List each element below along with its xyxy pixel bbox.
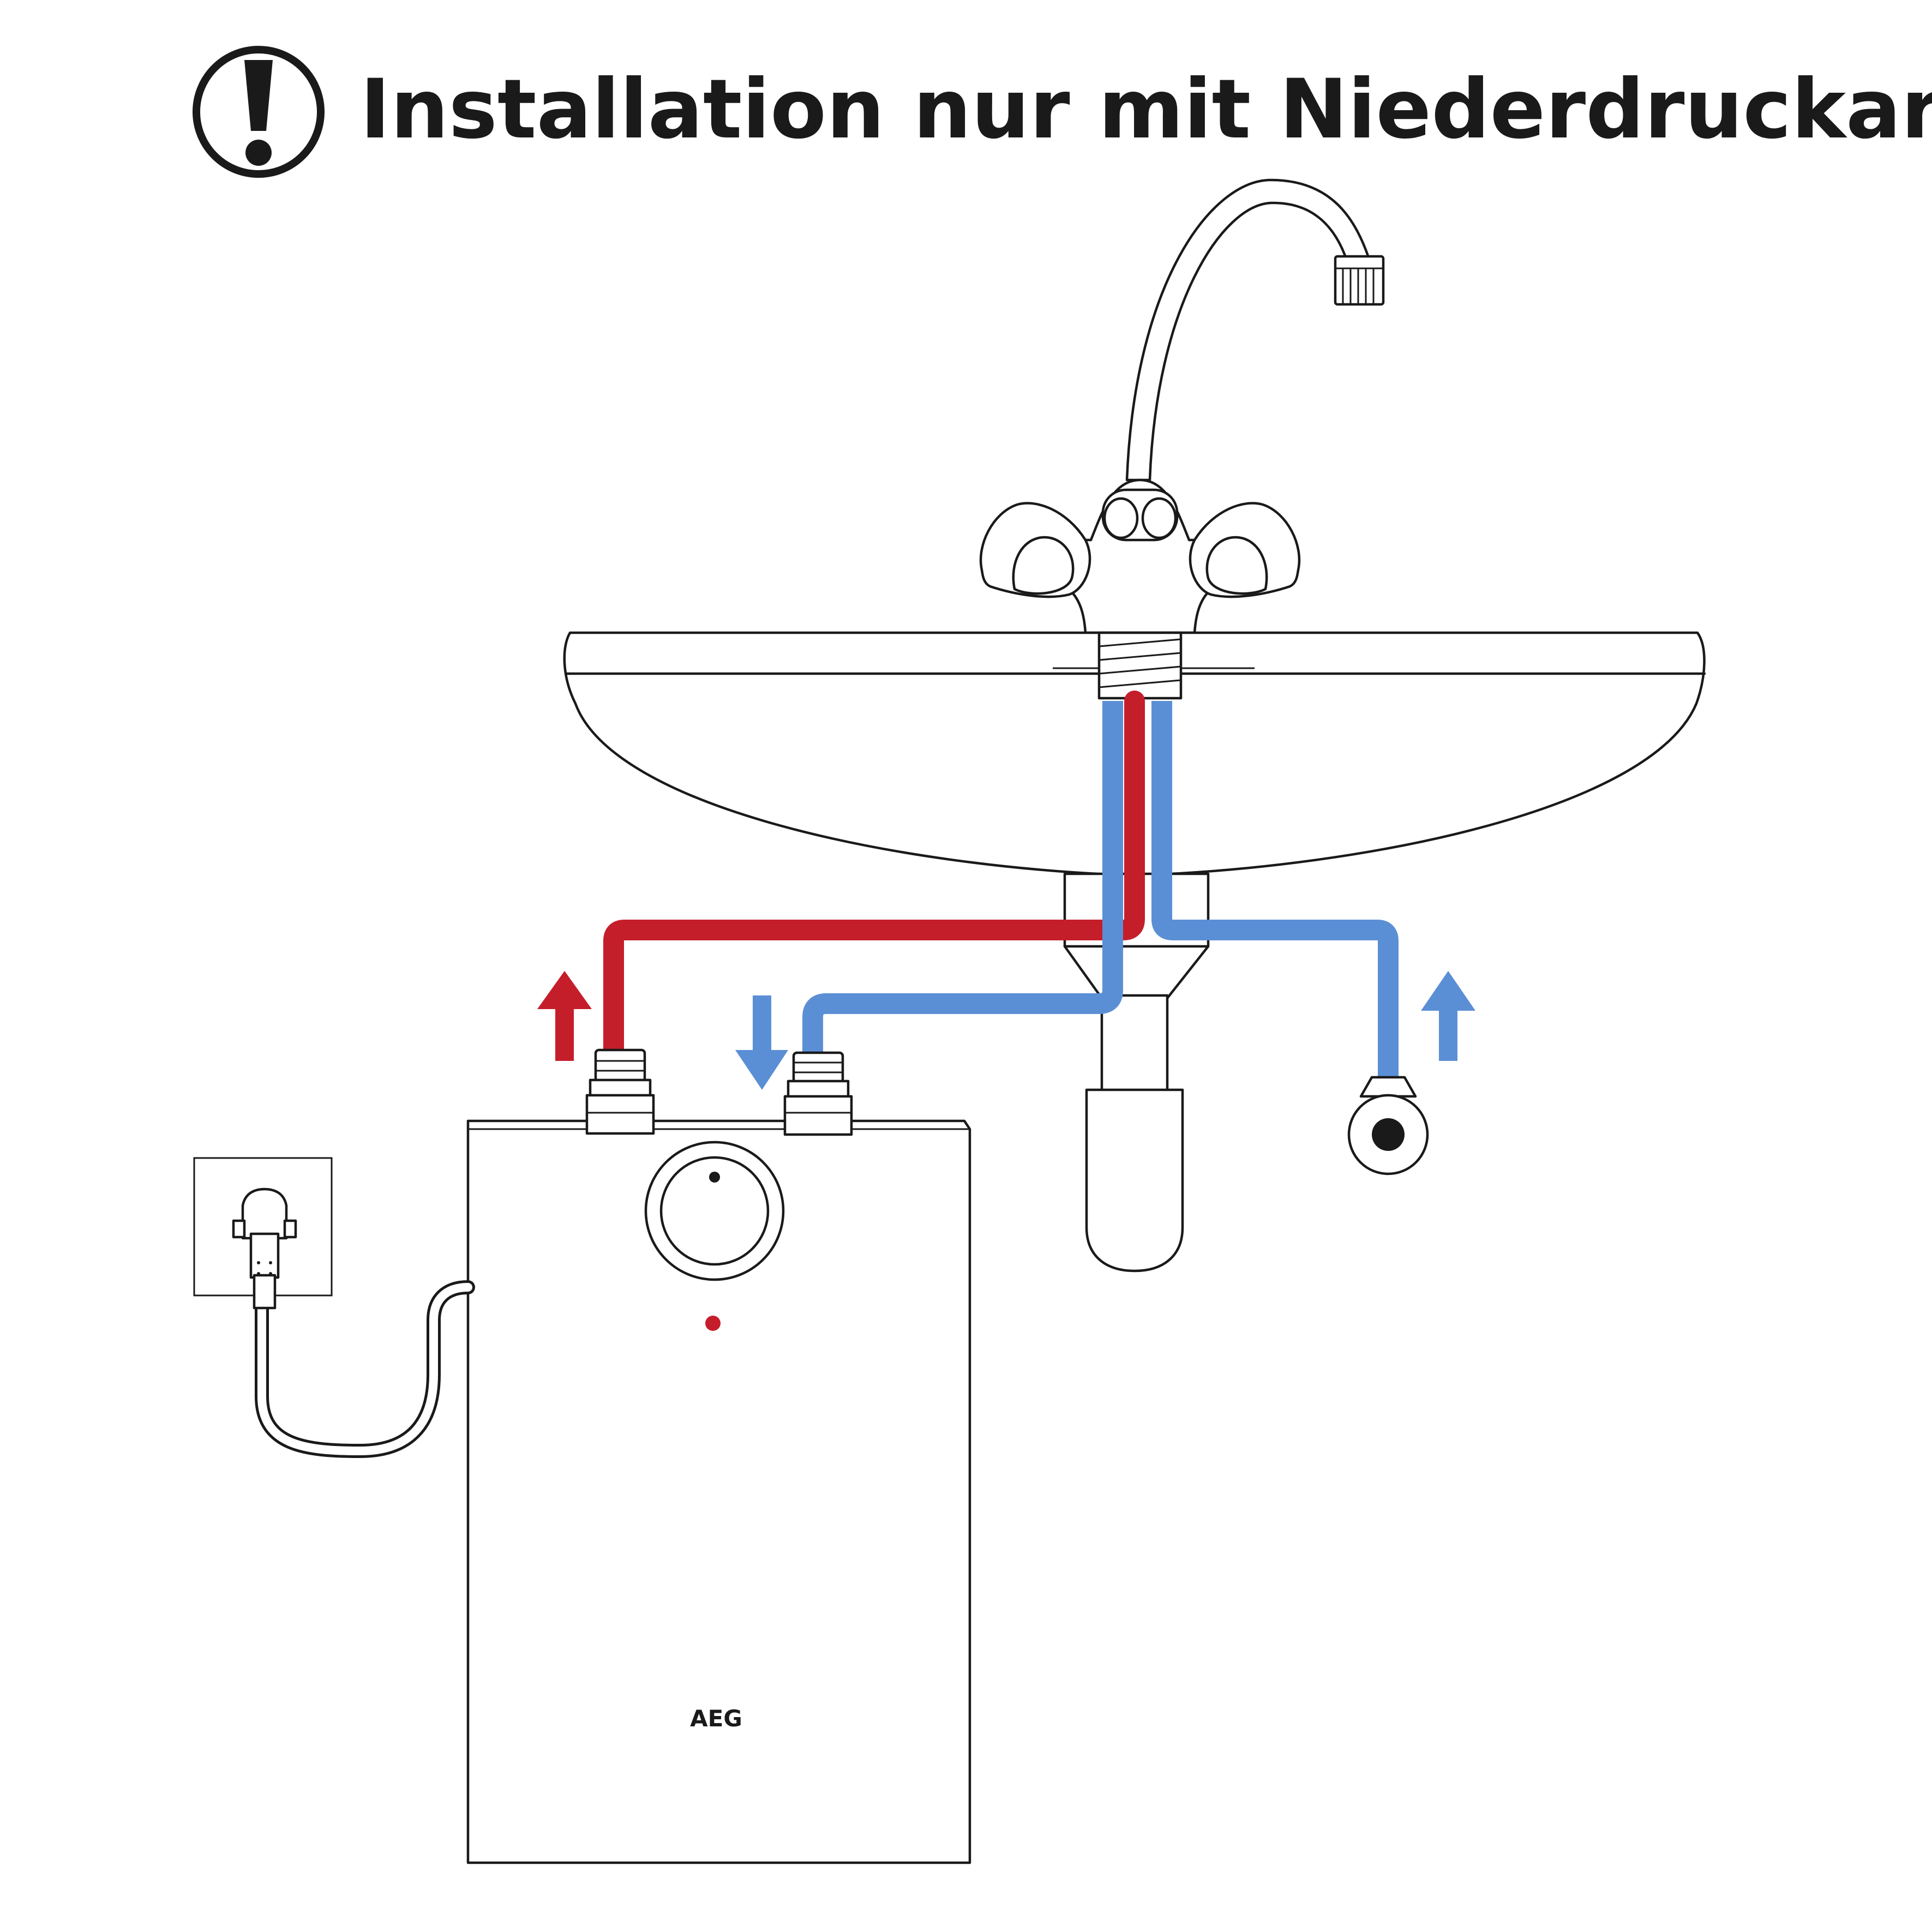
hot-water-pipe (603, 691, 1145, 1066)
warning-icon (193, 46, 325, 178)
hot-flow-arrow-up-icon (537, 971, 592, 1061)
cold-water-supply-pipe (1151, 701, 1399, 1083)
supply-flow-arrow-up-icon (1421, 971, 1475, 1061)
faucet-spout (1125, 178, 1385, 482)
header-title: Installation nur mit Niederdruckarmatur. (360, 62, 1932, 157)
indicator-light-icon (705, 1316, 721, 1331)
power-cable (255, 1280, 475, 1459)
water-heater: AEG (466, 1048, 971, 1864)
faucet-shank (1097, 631, 1183, 700)
temperature-dial-icon (644, 1141, 785, 1281)
wall-socket-icon (193, 1157, 333, 1310)
shutoff-valve (1347, 1076, 1429, 1175)
brand-label: AEG (690, 1705, 742, 1732)
faucet-body (979, 478, 1301, 634)
cold-water-pipe-to-heater (802, 701, 1123, 1058)
cold-inlet-fitting (783, 1051, 853, 1136)
cold-flow-arrow-down-icon (735, 995, 788, 1090)
hot-outlet-fitting (585, 1048, 655, 1135)
